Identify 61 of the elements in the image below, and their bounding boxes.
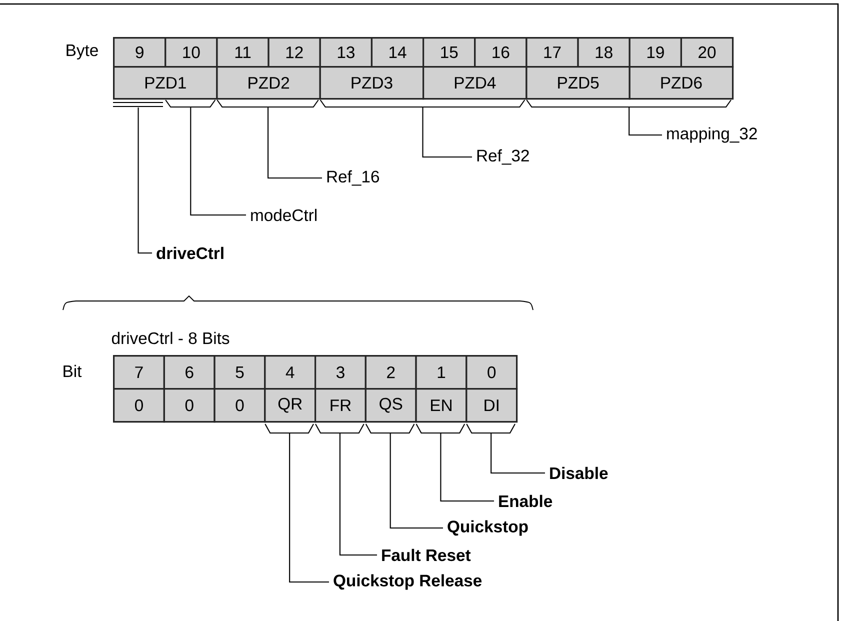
callout-label: Ref_32 — [477, 149, 529, 165]
callout-label: modeCtrl — [251, 208, 316, 222]
table-cell: 5 — [214, 355, 266, 390]
table-cell: 0 — [163, 388, 216, 423]
table-cell: QS — [364, 388, 417, 423]
leader-line — [268, 108, 322, 179]
leader-line — [490, 434, 545, 474]
table-cell: 12 — [268, 37, 321, 68]
brace — [315, 424, 364, 434]
table-cell: 10 — [164, 37, 218, 68]
table-cell: 15 — [422, 37, 476, 68]
table-cell: 11 — [216, 37, 270, 68]
callout-label: mapping_32 — [667, 127, 757, 143]
label-text: driveCtrl - 8 Bits — [112, 332, 230, 344]
label-text: Bit — [64, 364, 82, 378]
table-cell: 0 — [466, 355, 518, 390]
table-cell: FR — [314, 388, 366, 423]
table-cell: 1 — [415, 355, 468, 390]
table-cell: 2 — [364, 355, 417, 390]
double-bar — [113, 102, 163, 108]
table-cell: 14 — [370, 37, 424, 68]
table-cell: 7 — [113, 355, 165, 390]
leader-line — [190, 108, 246, 216]
table-cell: 20 — [680, 37, 734, 68]
callout-label: Quickstop — [448, 520, 528, 536]
table-cell: 0 — [113, 388, 165, 423]
table-cell: 4 — [264, 355, 316, 390]
brace — [216, 100, 319, 108]
table-cell: 6 — [163, 355, 216, 390]
brace — [526, 100, 732, 108]
table-cell: 17 — [526, 37, 579, 68]
table-cell: 18 — [577, 37, 630, 68]
table-cell: 16 — [474, 37, 528, 68]
callout-label: Quickstop Release — [334, 574, 482, 590]
leader-line — [390, 434, 443, 529]
table-cell: EN — [415, 388, 468, 423]
leader-line — [422, 108, 472, 158]
table-cell: DI — [466, 388, 518, 423]
table-cell: QR — [264, 388, 316, 423]
brace — [365, 424, 415, 434]
brace — [466, 424, 516, 434]
leader-line — [628, 108, 662, 136]
table-cell: 0 — [214, 388, 266, 423]
table-cell: 13 — [319, 37, 373, 68]
leader-line — [339, 434, 377, 556]
table-cell: 9 — [113, 37, 166, 68]
table-cell: 3 — [314, 355, 366, 390]
brace — [320, 100, 526, 108]
callout-label: driveCtrl — [156, 246, 224, 260]
label-text: Byte — [66, 44, 98, 60]
callout-label: Fault Reset — [382, 548, 471, 562]
brace — [165, 100, 216, 108]
callout-label: Enable — [499, 494, 552, 508]
brace — [416, 424, 466, 434]
leader-line — [138, 108, 152, 254]
leader-line — [289, 434, 329, 583]
callout-label: Disable — [550, 466, 608, 480]
leader-line — [440, 434, 494, 502]
table-cell: 19 — [628, 37, 682, 68]
callout-label: Ref_16 — [327, 170, 379, 186]
brace — [264, 424, 314, 434]
